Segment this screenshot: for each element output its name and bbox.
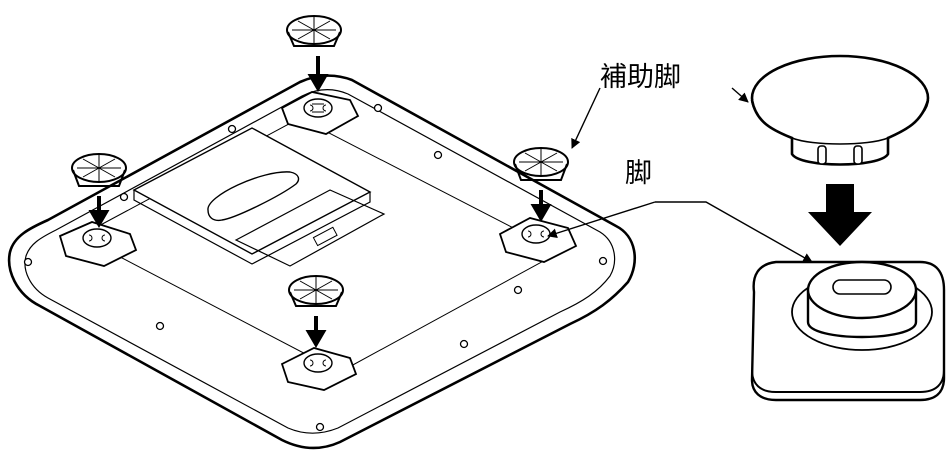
foot-bottom [280,347,358,391]
aux-foot-enlarged [750,54,930,166]
battery-cover [132,127,386,267]
foot-label: 脚 [625,158,652,189]
aux-foot-bottom [288,275,344,307]
aux-foot-right [513,147,569,181]
foot-top [280,91,360,135]
foot-enlarged [750,260,946,402]
auxiliary-foot-leader-right [731,87,749,103]
down-arrow-icons [88,56,552,348]
screw-holes [23,103,608,432]
foot-left [58,221,138,267]
foot-leader-right [655,201,813,263]
aux-foot-top [286,15,342,47]
foot-leader [547,201,656,238]
auxiliary-foot-leader [571,87,601,149]
big-down-arrow-icon [808,184,872,246]
aux-foot-left [71,153,127,187]
scale-base-inner-rim [24,89,616,434]
auxiliary-foot-label: 補助脚 [600,62,681,93]
